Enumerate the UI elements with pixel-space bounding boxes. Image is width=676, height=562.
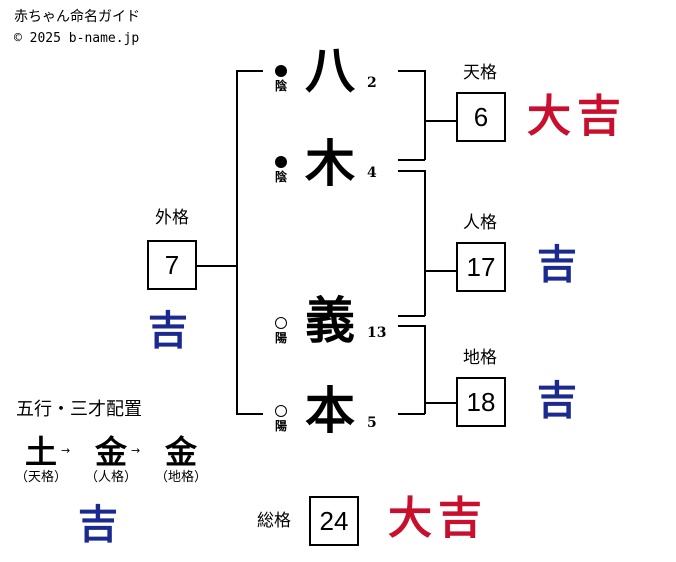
jinkaku-fortune: 吉 — [537, 241, 583, 288]
chikaku-label: 地格 — [463, 348, 497, 368]
bracket-jin-bottom — [398, 315, 425, 317]
yinyang-label: 陰 — [274, 170, 287, 184]
stroke-count: 5 — [367, 415, 377, 431]
gogyo-sub-label: （地格） — [154, 470, 207, 485]
gaikaku-label: 外格 — [155, 208, 189, 228]
yang-hollow-circle-icon — [275, 317, 287, 329]
yinyang-marker: 陽 — [272, 317, 290, 345]
bracket-outer-top — [236, 70, 263, 72]
gogyo-title: 五行・三才配置 — [16, 399, 142, 420]
tenkaku-fortune: 大吉 — [527, 91, 627, 142]
yinyang-label: 陽 — [274, 419, 287, 433]
gogyo-element: 金 — [94, 433, 127, 471]
yinyang-label: 陰 — [274, 79, 287, 93]
stroke-count: 2 — [367, 75, 377, 91]
arrow-right-icon: → — [61, 444, 71, 457]
gaikaku-fortune: 吉 — [148, 307, 194, 354]
yinyang-label: 陽 — [274, 331, 287, 345]
stroke-count: 4 — [367, 165, 377, 181]
gogyo-element-3: 金 （地格） — [146, 434, 216, 486]
yinyang-marker: 陰 — [272, 156, 290, 184]
gogyo-element: 金 — [164, 433, 197, 471]
kanji: 八 — [305, 41, 355, 100]
bracket-ten-top — [398, 70, 425, 72]
gaikaku-value-box: 7 — [147, 240, 197, 290]
gogyo-element-2: 金 （人格） — [76, 434, 146, 486]
gogyo-element-1: 土 （天格） — [6, 434, 76, 486]
jinkaku-connector — [424, 270, 458, 272]
soukaku-fortune: 大吉 — [388, 493, 488, 544]
jinkaku-label: 人格 — [463, 213, 497, 233]
bracket-jin-vertical — [424, 170, 426, 316]
app-title: 赤ちゃん命名ガイド — [14, 9, 140, 25]
arrow-right-icon: → — [131, 444, 141, 457]
tenkaku-label: 天格 — [463, 63, 497, 83]
bracket-ten-bottom — [398, 159, 425, 161]
kanji: 義 — [305, 291, 355, 350]
bracket-outer-bottom — [236, 413, 263, 415]
yin-filled-circle-icon — [275, 156, 287, 168]
tenkaku-value-box: 6 — [456, 92, 506, 142]
yang-hollow-circle-icon — [275, 405, 287, 417]
gogyo-sub-label: （人格） — [84, 470, 137, 485]
bracket-ten-vertical — [424, 70, 426, 160]
copyright: © 2025 b-name.jp — [14, 31, 140, 46]
yinyang-marker: 陰 — [272, 65, 290, 93]
chikaku-connector — [424, 402, 458, 404]
kanji: 本 — [305, 381, 355, 440]
bracket-chi-vertical — [424, 325, 426, 414]
gogyo-sub-label: （天格） — [14, 470, 67, 485]
tenkaku-connector — [424, 120, 458, 122]
kanji: 木 — [305, 134, 355, 193]
jinkaku-value-box: 17 — [456, 242, 506, 292]
gogyo-element: 土 — [24, 433, 57, 471]
chikaku-value-box: 18 — [456, 377, 506, 427]
stroke-count: 13 — [367, 325, 387, 341]
yin-filled-circle-icon — [275, 65, 287, 77]
gogyo-fortune: 吉 — [78, 501, 124, 548]
bracket-jin-top — [398, 170, 425, 172]
yinyang-marker: 陽 — [272, 405, 290, 433]
bracket-chi-top — [398, 325, 425, 327]
bracket-outer-vertical — [236, 70, 238, 414]
soukaku-value-box: 24 — [309, 496, 359, 546]
bracket-chi-bottom — [398, 413, 425, 415]
soukaku-label: 総格 — [257, 511, 291, 531]
chikaku-fortune: 吉 — [537, 377, 583, 424]
gaikaku-connector — [197, 265, 237, 267]
